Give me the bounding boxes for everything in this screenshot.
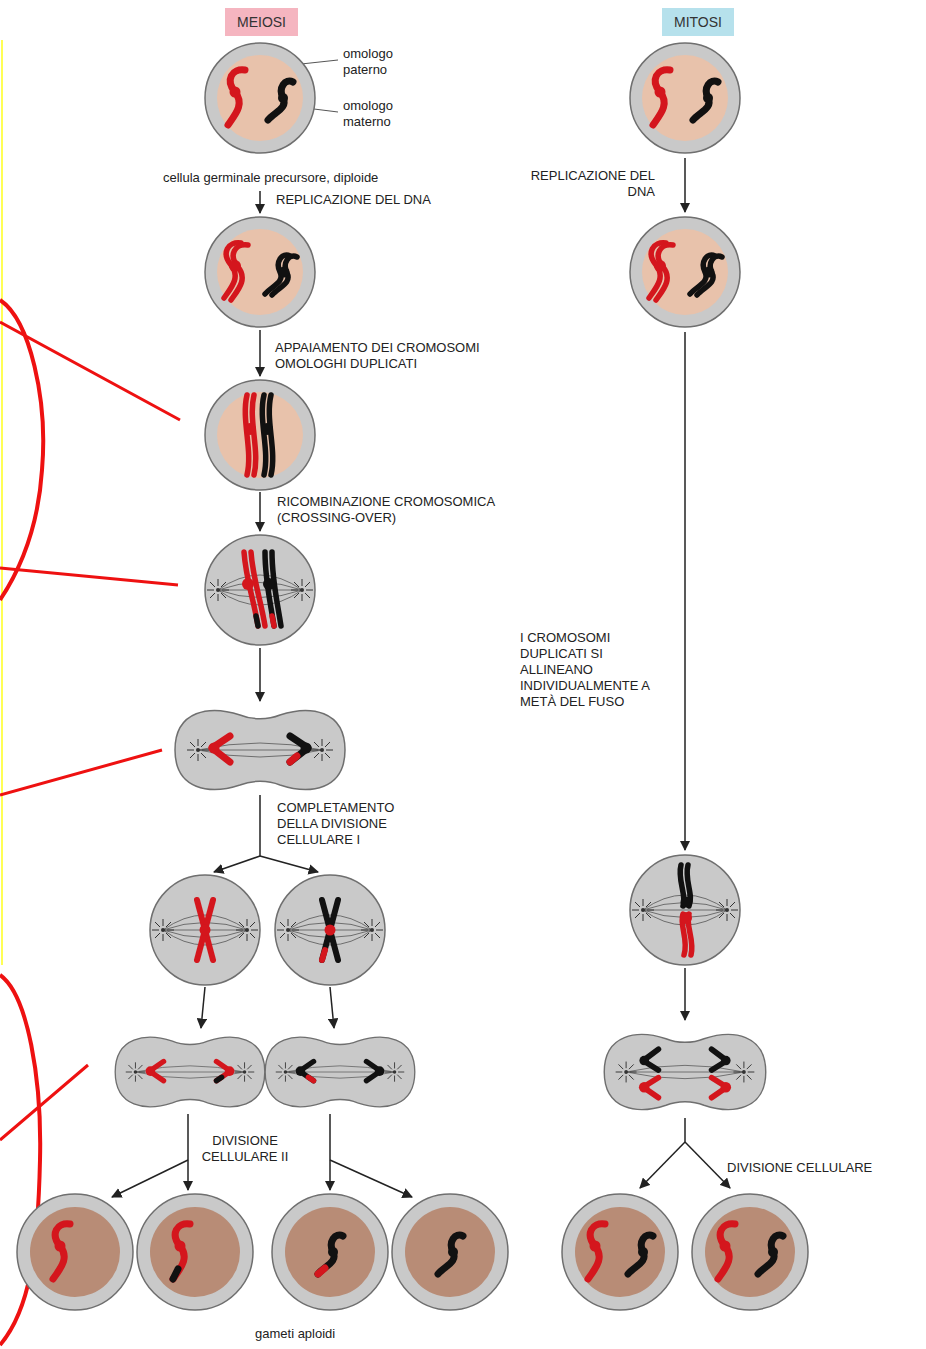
step-label: I CROMOSOMI DUPLICATI SI ALLINEANO INDIV… bbox=[520, 630, 670, 710]
heading-text: MITOSI bbox=[674, 13, 722, 31]
step-label: DIVISIONE CELLULARE II bbox=[200, 1133, 290, 1165]
step-label: REPLICAZIONE DEL DNA bbox=[530, 168, 655, 200]
step-label: omologo paterno bbox=[343, 46, 413, 78]
step-label: COMPLETAMENTO DELLA DIVISIONE CELLULARE … bbox=[277, 800, 437, 848]
step-label: APPAIAMENTO DEI CROMOSOMI OMOLOGHI DUPLI… bbox=[275, 340, 535, 372]
step-label: DIVISIONE CELLULARE bbox=[727, 1160, 872, 1176]
column-heading: MEIOSI bbox=[225, 8, 298, 36]
step-label: gameti aploidi bbox=[255, 1326, 335, 1342]
step-label: omologo materno bbox=[343, 98, 413, 130]
column-heading: MITOSI bbox=[662, 8, 734, 36]
step-label: cellula germinale precursore, diploide bbox=[163, 170, 378, 186]
cell-drawings bbox=[17, 43, 808, 1310]
heading-text: MEIOSI bbox=[237, 13, 286, 31]
annotation-marks bbox=[0, 40, 180, 1345]
step-label: RICOMBINAZIONE CROMOSOMICA (CROSSING-OVE… bbox=[277, 494, 567, 526]
step-label: REPLICAZIONE DEL DNA bbox=[276, 192, 431, 208]
